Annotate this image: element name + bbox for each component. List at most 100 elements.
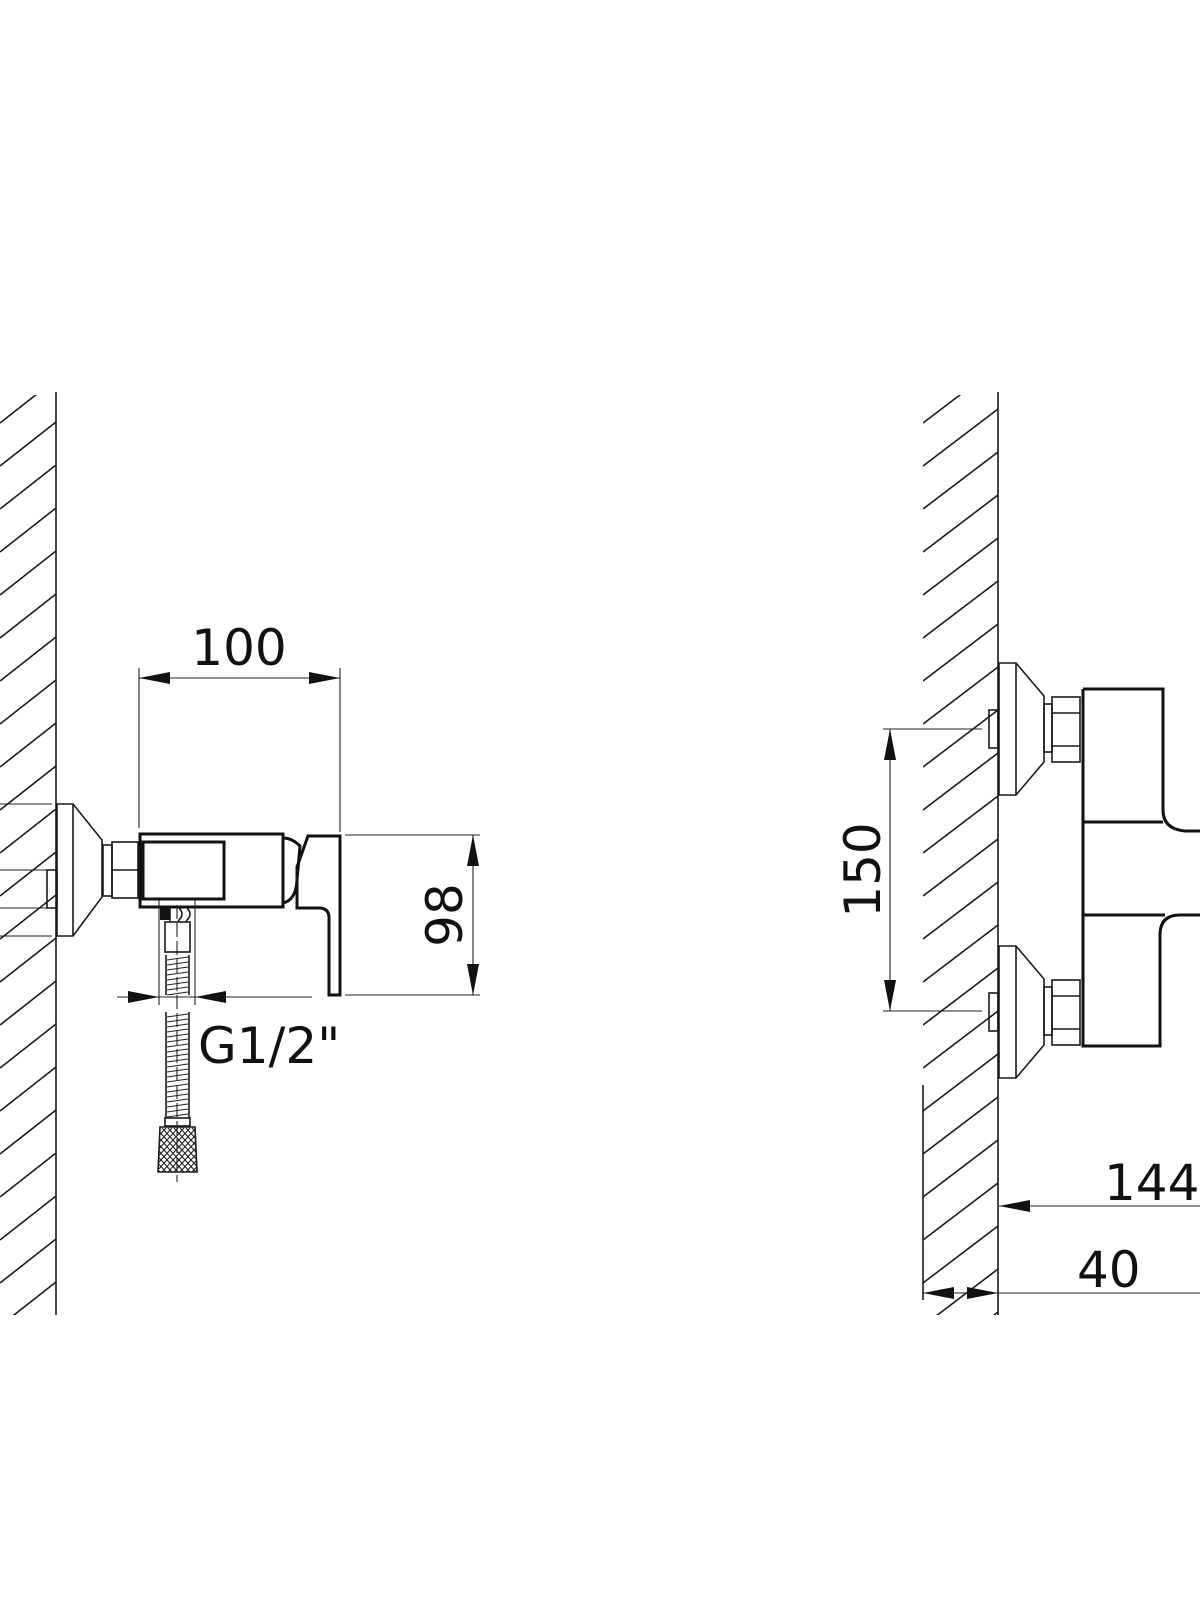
hatch-line — [0, 722, 56, 768]
hatch-line — [0, 336, 56, 380]
hatch-line — [166, 991, 189, 996]
hatch-line — [923, 408, 998, 467]
lever-handle — [295, 834, 342, 997]
hatch-line — [923, 1182, 998, 1241]
hatch-line — [166, 1043, 189, 1048]
hatch-line — [0, 593, 56, 639]
hatch-line — [0, 765, 56, 811]
shower-hose — [157, 905, 238, 1182]
dim-label-100: 100 — [191, 619, 286, 677]
hatch-line — [167, 1127, 197, 1172]
dimension-projection-144: 144 — [999, 1154, 1200, 1212]
hatch-line — [158, 1127, 197, 1172]
hatch-line — [923, 881, 998, 940]
hatch-line — [923, 709, 998, 768]
hatch-line — [158, 1127, 167, 1172]
side-view-valve — [0, 803, 342, 997]
hatch-line — [0, 636, 56, 682]
hatch-line — [0, 679, 56, 725]
hatch-line — [923, 395, 962, 424]
lower-hex-nut — [1051, 979, 1081, 1046]
dim-label-40: 40 — [1077, 1241, 1141, 1299]
hatch-line — [923, 623, 998, 682]
hatch-line — [185, 1127, 197, 1172]
lower-flange — [998, 945, 1045, 1079]
hatch-line — [923, 967, 998, 1026]
right-wall — [922, 323, 999, 1315]
dim-label-150: 150 — [834, 822, 892, 917]
dimension-spacing-150: 150 — [834, 728, 982, 1012]
valve-body — [138, 832, 285, 909]
hatch-line — [179, 1127, 197, 1172]
hatch-line — [0, 1109, 56, 1155]
hatch-line — [923, 838, 998, 897]
hatch-line — [923, 537, 998, 596]
hatch-line — [166, 971, 189, 976]
hatch-line — [198, 1128, 238, 1172]
hatch-line — [0, 507, 56, 553]
hatch-line — [0, 395, 37, 424]
wall-flange — [56, 803, 103, 937]
hatch-line — [923, 580, 998, 639]
hatch-line — [166, 956, 189, 961]
hatch-line — [166, 1098, 189, 1103]
hatch-line — [161, 1127, 197, 1172]
hatch-line — [923, 1139, 998, 1198]
hatch-line — [923, 924, 998, 983]
hatch-line — [923, 1053, 998, 1112]
hatch-line — [923, 795, 998, 854]
hatch-line — [158, 1127, 161, 1172]
hatch-line — [0, 1195, 56, 1241]
hatch-line — [0, 1066, 56, 1112]
hatch-line — [0, 1152, 56, 1198]
hatch-line — [158, 1127, 179, 1172]
hatch-line — [923, 1225, 998, 1284]
upper-flange — [998, 662, 1045, 796]
dimension-width-100: 100 — [138, 619, 341, 832]
dimension-projection-40: 40 — [923, 1241, 1200, 1299]
hatch-line — [191, 1127, 197, 1172]
dimension-height-98: 98 — [345, 834, 480, 996]
hatch-line — [158, 1127, 173, 1172]
hatch-line — [158, 1127, 173, 1172]
dimension-thread: G1/2" — [117, 900, 340, 1075]
mixer-body-lower — [1081, 689, 1200, 1048]
hatch-line — [166, 1028, 189, 1033]
hatch-line — [0, 1325, 56, 1369]
nut-ring — [102, 844, 113, 897]
dim-label-144: 144 — [1104, 1154, 1199, 1212]
hatch-line — [923, 1010, 998, 1069]
hatch-line — [923, 752, 998, 811]
hatch-line — [166, 1063, 189, 1068]
mixer-body-upper — [1083, 687, 1200, 833]
hatch-line — [0, 550, 56, 596]
upper-hex-nut — [1051, 696, 1081, 763]
hatch-line — [191, 1127, 197, 1172]
hatch-line — [992, 1311, 998, 1315]
hatch-line — [173, 1127, 197, 1172]
hatch-line — [158, 1127, 161, 1172]
hatch-line — [0, 851, 56, 897]
hatch-line — [923, 451, 998, 510]
hatch-line — [158, 1127, 179, 1172]
hatch-line — [0, 421, 56, 467]
dim-label-98: 98 — [416, 883, 474, 947]
hatch-line — [179, 1127, 197, 1172]
wall-hatching-right — [923, 323, 998, 1315]
hatch-line — [0, 937, 56, 983]
hatch-line — [198, 1128, 238, 1172]
hatch-line — [923, 1096, 998, 1155]
hatch-line — [185, 1127, 197, 1172]
hatch-line — [0, 980, 56, 1026]
hatch-line — [0, 1023, 56, 1069]
front-view-valve — [988, 662, 1200, 1079]
hatch-line — [0, 1238, 56, 1284]
hatch-line — [936, 1268, 998, 1315]
hatch-line — [923, 323, 998, 380]
hatch-line — [0, 808, 56, 854]
hatch-line — [0, 464, 56, 510]
hatch-line — [12, 1281, 56, 1315]
hatch-line — [923, 666, 998, 725]
